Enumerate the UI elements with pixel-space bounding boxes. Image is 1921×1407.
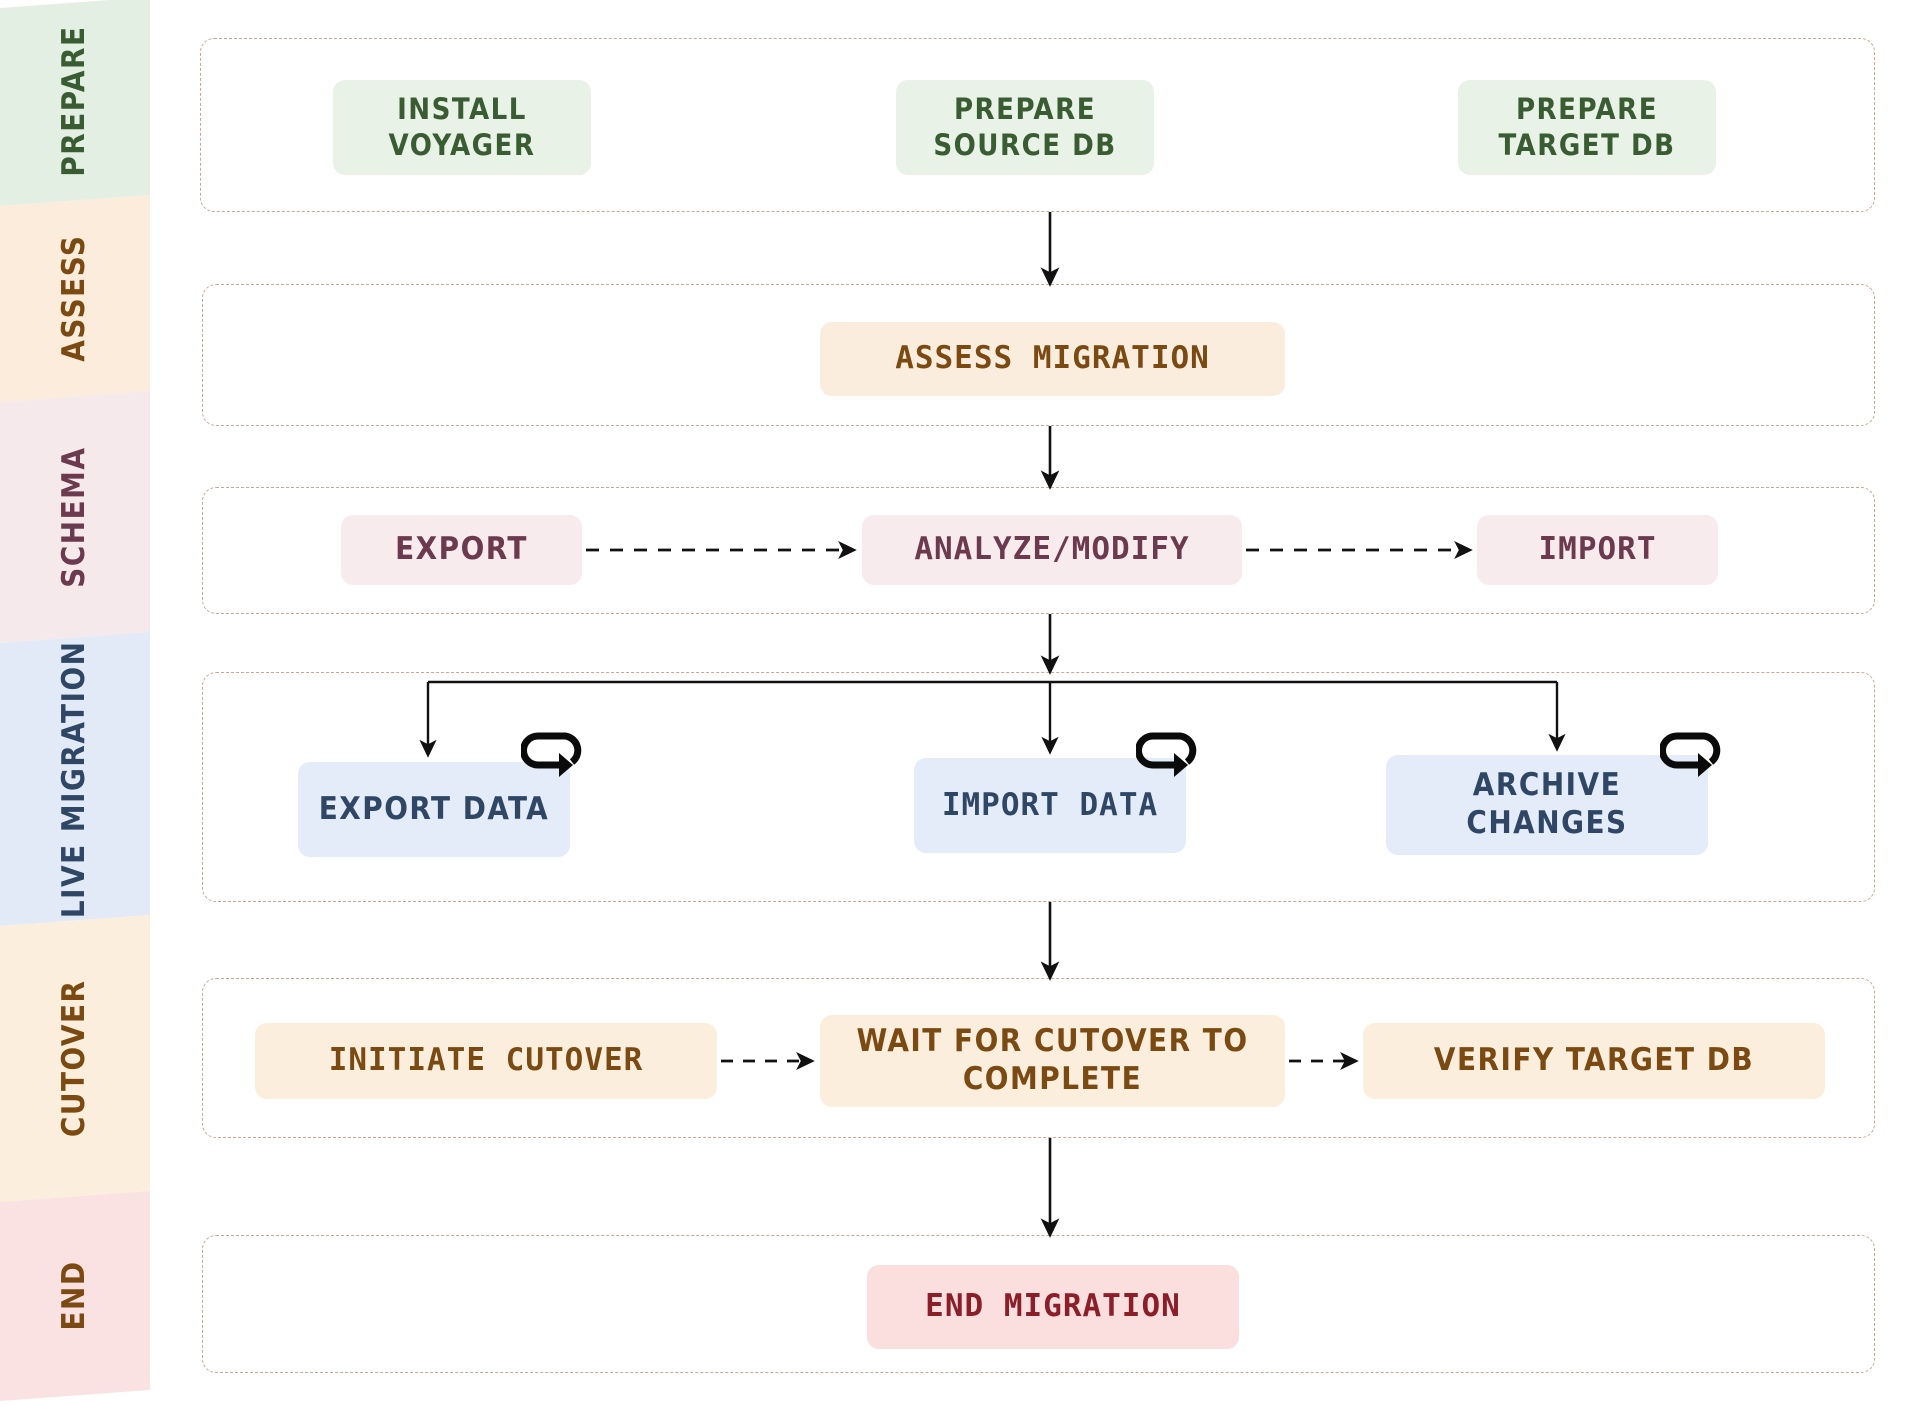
phase-label-prepare: PREPARE — [56, 25, 93, 178]
phase-sidebar: PREPARE ASSESS SCHEMA LIVE MIGRATION CUTOVER… — [0, 0, 150, 1405]
lane-end — [202, 1235, 1875, 1373]
lane-live-migration — [202, 672, 1875, 902]
phase-band-live-migration: LIVE MIGRATION — [0, 631, 150, 926]
node-prepare-source-db[interactable]: PREPARE SOURCE DB — [896, 80, 1154, 175]
node-assess-migration[interactable]: ASSESS MIGRATION — [820, 322, 1285, 396]
lane-prepare — [200, 38, 1875, 212]
phase-band-label-wrap-schema: SCHEMA — [0, 396, 150, 637]
phase-band-label-wrap-prepare: PREPARE — [0, 2, 150, 200]
phase-band-cutover: CUTOVER — [0, 914, 150, 1202]
phase-band-assess: ASSESS — [0, 194, 150, 402]
phase-band-prepare: PREPARE — [0, 0, 150, 206]
lane-schema — [202, 487, 1875, 614]
node-initiate-cutover[interactable]: INITIATE CUTOVER — [255, 1023, 717, 1099]
phase-band-schema: SCHEMA — [0, 390, 150, 643]
node-import-data[interactable]: IMPORT DATA — [914, 758, 1186, 853]
node-install-voyager[interactable]: INSTALL VOYAGER — [333, 80, 591, 175]
node-export-schema[interactable]: EXPORT — [341, 515, 582, 585]
node-end-migration[interactable]: END MIGRATION — [867, 1265, 1239, 1349]
node-wait-for-cutover[interactable]: WAIT FOR CUTOVER TO COMPLETE — [820, 1015, 1285, 1107]
node-analyze-modify-schema[interactable]: ANALYZE/MODIFY — [862, 515, 1242, 585]
repeat-loop-icon-import-data — [1135, 725, 1204, 783]
lane-assess — [202, 284, 1875, 426]
node-export-data[interactable]: EXPORT DATA — [298, 762, 570, 857]
node-archive-changes[interactable]: ARCHIVE CHANGES — [1386, 755, 1708, 855]
phase-band-label-wrap-assess: ASSESS — [0, 200, 150, 396]
phase-label-cutover: CUTOVER — [56, 979, 93, 1138]
phase-label-assess: ASSESS — [56, 234, 93, 363]
phase-label-live-migration: LIVE MIGRATION — [56, 640, 93, 918]
phase-band-end: END — [0, 1190, 150, 1401]
node-verify-target-db[interactable]: VERIFY TARGET DB — [1363, 1023, 1825, 1099]
phase-band-label-wrap-live-migration: LIVE MIGRATION — [0, 637, 150, 920]
repeat-loop-icon-archive-changes — [1659, 725, 1728, 783]
phase-label-end: END — [56, 1260, 93, 1332]
phase-band-label-wrap-end: END — [0, 1196, 150, 1395]
node-import-schema[interactable]: IMPORT — [1477, 515, 1718, 585]
lane-cutover — [202, 978, 1875, 1138]
repeat-loop-icon-export-data — [520, 725, 589, 783]
node-prepare-target-db[interactable]: PREPARE TARGET DB — [1458, 80, 1716, 175]
phase-band-label-wrap-cutover: CUTOVER — [0, 920, 150, 1196]
phase-label-schema: SCHEMA — [56, 446, 93, 588]
